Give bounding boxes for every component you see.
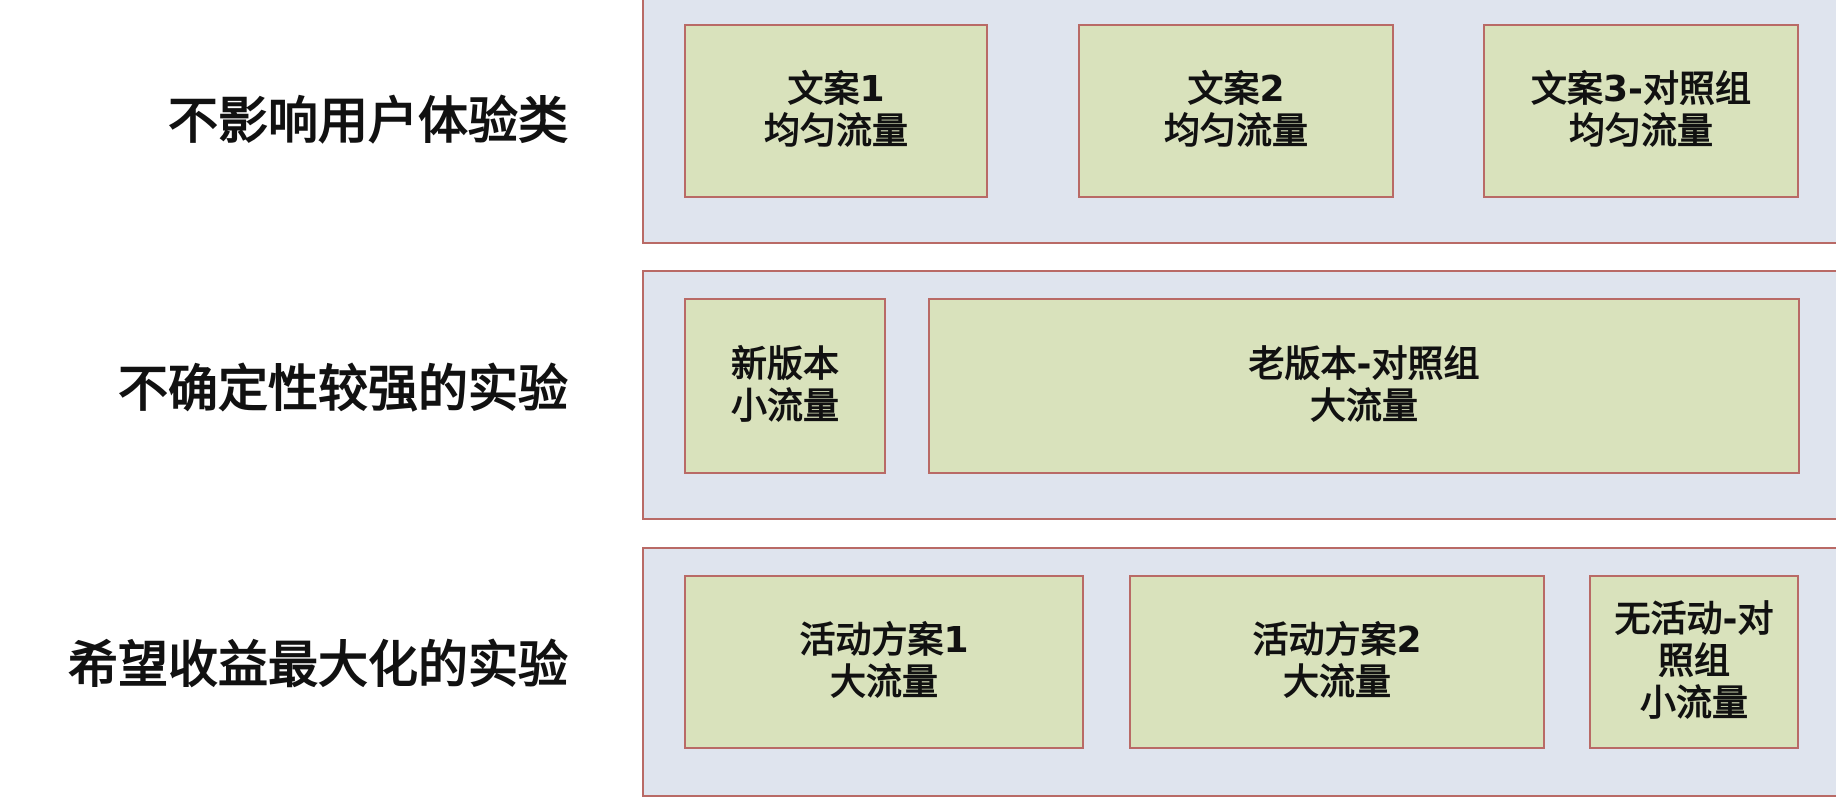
- box-copy-1-traffic: 均匀流量: [763, 111, 908, 152]
- box-campaign-1-title: 活动方案1: [799, 620, 969, 661]
- box-new-version-title: 新版本: [730, 344, 839, 385]
- box-copy-1: 文案1 均匀流量: [684, 24, 988, 198]
- box-campaign-2-traffic: 大流量: [1282, 662, 1391, 703]
- row-label-user-experience: 不影响用户体验类: [168, 92, 568, 150]
- box-no-campaign-title-2: 照组: [1657, 641, 1730, 682]
- box-copy-2-traffic: 均匀流量: [1163, 111, 1308, 152]
- box-new-version: 新版本 小流量: [684, 298, 886, 474]
- band-user-experience: 文案1 均匀流量 文案2 均匀流量 文案3-对照组 均匀流量: [642, 0, 1836, 244]
- box-campaign-2-title: 活动方案2: [1252, 620, 1422, 661]
- box-new-version-traffic: 小流量: [730, 386, 839, 427]
- box-copy-1-title: 文案1: [787, 69, 885, 110]
- box-copy-3-title: 文案3-对照组: [1531, 69, 1751, 110]
- row-label-maximize-revenue: 希望收益最大化的实验: [68, 636, 568, 694]
- box-no-campaign-traffic: 小流量: [1639, 683, 1748, 724]
- row-label-high-uncertainty: 不确定性较强的实验: [118, 360, 568, 418]
- box-old-version-control: 老版本-对照组 大流量: [928, 298, 1800, 474]
- box-campaign-2: 活动方案2 大流量: [1129, 575, 1545, 749]
- box-campaign-1: 活动方案1 大流量: [684, 575, 1084, 749]
- box-old-version-title: 老版本-对照组: [1248, 344, 1480, 385]
- box-copy-2: 文案2 均匀流量: [1078, 24, 1394, 198]
- band-maximize-revenue: 活动方案1 大流量 活动方案2 大流量 无活动-对 照组 小流量: [642, 547, 1836, 797]
- box-old-version-traffic: 大流量: [1309, 386, 1418, 427]
- box-copy-3-traffic: 均匀流量: [1568, 111, 1713, 152]
- box-copy-2-title: 文案2: [1187, 69, 1285, 110]
- box-campaign-1-traffic: 大流量: [829, 662, 938, 703]
- box-no-campaign-title-1: 无活动-对: [1614, 599, 1774, 640]
- box-no-campaign-control: 无活动-对 照组 小流量: [1589, 575, 1799, 749]
- box-copy-3-control: 文案3-对照组 均匀流量: [1483, 24, 1799, 198]
- band-high-uncertainty: 新版本 小流量 老版本-对照组 大流量: [642, 270, 1836, 520]
